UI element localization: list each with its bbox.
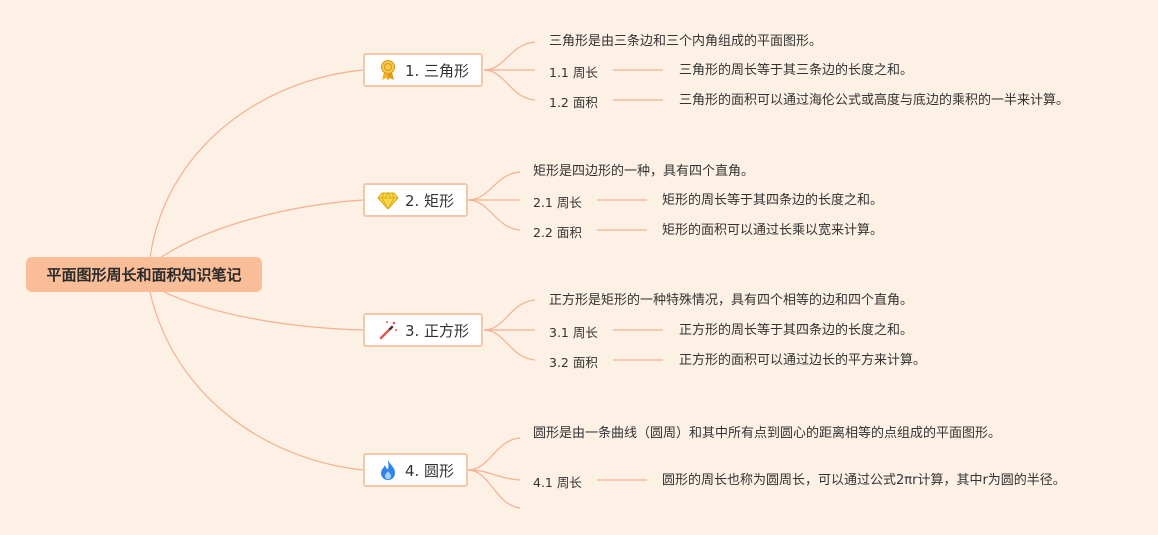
branch-node-rectangle[interactable]: 2. 矩形 — [363, 183, 468, 217]
flame-icon — [377, 459, 399, 481]
branch-description: 正方形是矩形的一种特殊情况，具有四个相等的边和四个直角。 — [549, 293, 914, 308]
sub-topic-text: 圆形的周长也称为圆周长，可以通过公式2πr计算，其中r为圆的半径。 — [662, 473, 1066, 488]
branch-description: 三角形是由三条边和三个内角组成的平面图形。 — [549, 34, 823, 49]
sub-topic-label: 2.1 周长 — [533, 195, 582, 210]
sub-topic-label: 3.1 周长 — [549, 325, 598, 340]
sub-topic-text: 矩形的周长等于其四条边的长度之和。 — [662, 193, 884, 208]
branch-description: 矩形是四边形的一种，具有四个直角。 — [533, 164, 755, 179]
branch-label: 2. 矩形 — [404, 191, 455, 210]
sub-topic-text: 三角形的周长等于其三条边的长度之和。 — [679, 63, 914, 78]
medal-icon — [377, 59, 399, 81]
sub-topic-label: 2.2 面积 — [533, 225, 582, 240]
diamond-icon — [377, 189, 399, 211]
connector-root-branch-1 — [149, 69, 364, 259]
sub-topic-text: 正方形的面积可以通过边长的平方来计算。 — [679, 353, 927, 368]
sub-topic-label: 1.2 面积 — [549, 95, 598, 110]
connector-root-branch-3 — [159, 289, 364, 331]
branch-node-square[interactable]: 3. 正方形 — [363, 313, 483, 347]
branch-node-triangle[interactable]: 1. 三角形 — [363, 53, 483, 87]
connector-root-branch-4 — [149, 291, 364, 471]
root-title: 平面图形周长和面积知识笔记 — [46, 266, 242, 284]
connector-root-branch-2 — [159, 199, 364, 259]
branch-label: 1. 三角形 — [404, 61, 470, 80]
branch-node-circle[interactable]: 4. 圆形 — [363, 453, 468, 487]
sub-topic-label: 3.2 面积 — [549, 355, 598, 370]
magic-wand-icon — [377, 319, 399, 341]
sub-topic-label: 1.1 周长 — [549, 65, 598, 80]
branch-label: 3. 正方形 — [404, 321, 470, 340]
root-node[interactable]: 平面图形周长和面积知识笔记 — [26, 257, 262, 292]
branch-description: 圆形是由一条曲线（圆周）和其中所有点到圆心的距离相等的点组成的平面图形。 — [533, 426, 1002, 441]
branch-label: 4. 圆形 — [404, 461, 455, 480]
sub-topic-text: 正方形的周长等于其四条边的长度之和。 — [679, 323, 914, 338]
sub-topic-text: 三角形的面积可以通过海伦公式或高度与底边的乘积的一半来计算。 — [679, 93, 1070, 108]
sub-topic-text: 矩形的面积可以通过长乘以宽来计算。 — [662, 223, 884, 238]
sub-topic-label: 4.1 周长 — [533, 475, 582, 490]
